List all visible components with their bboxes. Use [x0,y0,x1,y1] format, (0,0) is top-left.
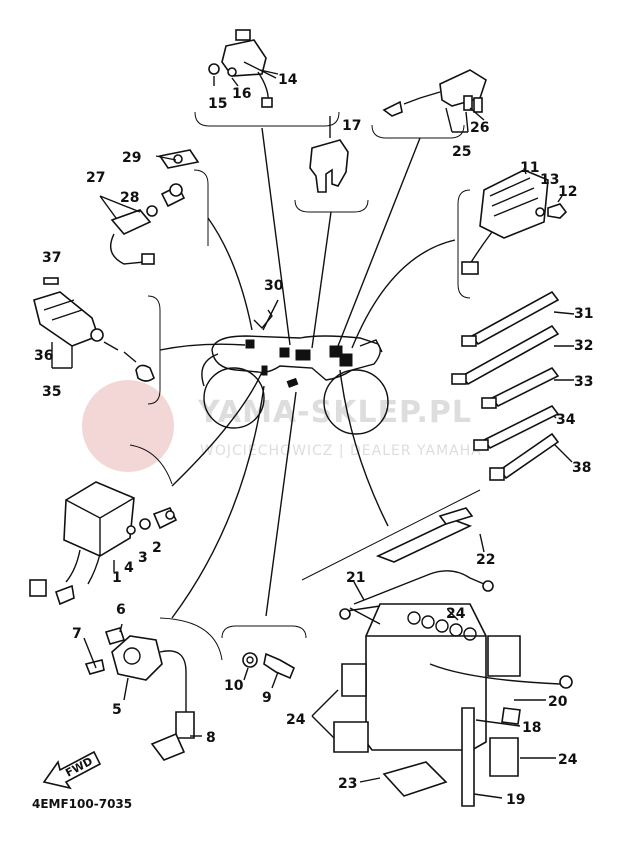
callout-6: 6 [116,602,126,618]
callout-2: 2 [152,540,162,556]
callout-27: 27 [86,170,105,186]
front-wheel [203,367,265,429]
diagram-code: 4EMF100-7035 [32,797,132,811]
watermark-logo [82,380,174,472]
callout-36: 36 [34,348,53,364]
rectifier-regulator [461,169,568,275]
fwd-arrow: FWD [42,750,102,790]
relay-cover [309,116,349,193]
vehicle-marker-c [295,349,311,361]
callout-20: 20 [548,694,568,710]
callout-26: 26 [470,120,489,136]
callout-12: 12 [558,184,577,200]
callout-leaders [83,61,575,799]
callout-16: 16 [232,86,251,102]
callout-24b: 24 [286,712,306,728]
callout-38: 38 [572,460,591,476]
callout-13: 13 [540,172,559,188]
vehicle-marker-b [279,347,290,358]
callout-17: 17 [342,118,361,134]
callout-33: 33 [574,374,593,390]
callout-30: 30 [264,278,284,294]
callout-21: 21 [346,570,365,586]
callout-24a: 24 [446,606,466,622]
callout-24c: 24 [558,752,578,768]
neutral-sensor-36 [33,277,155,382]
cdi-unit [29,481,178,606]
callout-22: 22 [476,552,495,568]
watermark-title: YAMA-SKLEP.PL [197,395,472,430]
vehicle-marker-a [245,339,255,349]
callout-32: 32 [574,338,593,354]
atv-vehicle [201,309,389,435]
vehicle-marker-d [329,345,343,358]
vehicle-marker-f [261,365,268,376]
callout-3: 3 [138,550,148,566]
vehicle-marker-g [286,377,299,388]
callout-28: 28 [120,190,139,206]
callout-10: 10 [224,678,244,694]
callout-29: 29 [122,150,141,166]
pad-part-29 [158,149,200,169]
battery-assembly [333,507,573,807]
horn-assembly [382,69,487,133]
callout-23: 23 [338,776,357,792]
callout-9: 9 [262,690,272,706]
callout-25: 25 [452,144,471,160]
cable-bands [451,290,560,481]
callout-19: 19 [506,792,525,808]
rear-wheel [323,369,389,435]
callout-labels: 1 2 3 4 5 6 7 8 9 10 11 12 13 14 15 16 1… [34,72,593,808]
callout-35: 35 [42,384,61,400]
callout-14: 14 [278,72,298,88]
watermark-subtitle: WOJCIECHOWICZ | DEALER YAMAHA [200,443,482,459]
vehicle-marker-e [339,353,353,367]
thermo-switch-parts [242,652,296,680]
callout-7: 7 [72,626,82,642]
callout-11: 11 [520,160,539,176]
callout-8: 8 [206,730,216,746]
vehicle-leader-lines [159,127,456,619]
callout-15: 15 [208,96,227,112]
callout-1: 1 [112,570,122,586]
callout-37: 37 [42,250,61,266]
ignition-coil [84,627,195,761]
callout-18: 18 [522,720,541,736]
callout-34: 34 [556,412,576,428]
callout-4: 4 [124,560,134,576]
callout-31: 31 [574,306,593,322]
watermark: YAMA-SKLEP.PL WOJCIECHOWICZ | DEALER YAM… [82,380,482,472]
neutral-switch-assembly [99,183,186,265]
callout-5: 5 [112,702,122,718]
